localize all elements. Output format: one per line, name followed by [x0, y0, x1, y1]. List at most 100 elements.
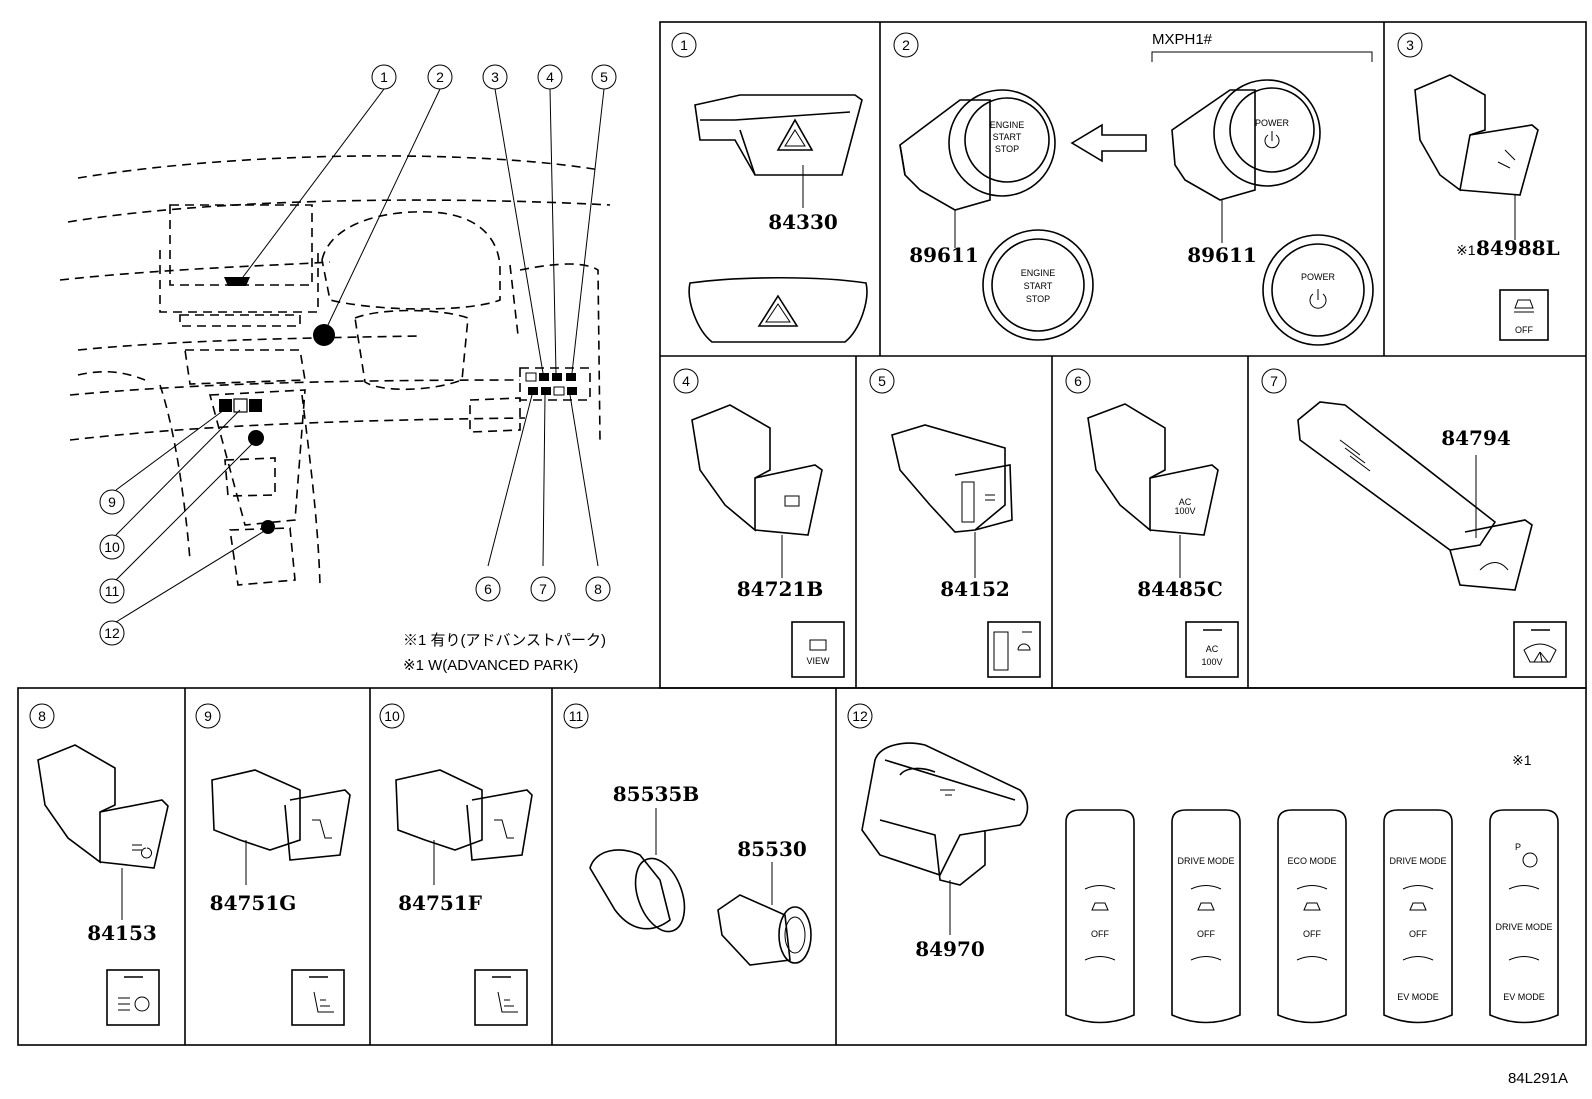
callout-12: 12	[99, 620, 125, 646]
cigarette-lighter-socket-drawing	[717, 894, 812, 966]
svg-text:OFF: OFF	[1303, 929, 1321, 939]
part-number-84970: 84970	[915, 937, 985, 961]
parking-assist-switch-drawing	[1414, 74, 1539, 196]
svg-text:AC: AC	[1179, 497, 1192, 507]
seat-heater-switch-f-drawing	[395, 769, 533, 861]
defogger-switch-drawing	[1297, 401, 1533, 591]
part-number-84152: 84152	[940, 577, 1010, 601]
arrow-left-icon	[1070, 123, 1147, 163]
panel-3-parking-switch: 3 ※1 84988L OFF	[1397, 32, 1560, 341]
headlight-leveling-icon	[987, 621, 1041, 678]
parking-sensor-off-icon: OFF	[1499, 289, 1549, 341]
callout-5: 5	[591, 64, 617, 90]
svg-text:2: 2	[436, 69, 444, 85]
switch-face-variant-2: DRIVE MODE OFF	[1171, 809, 1241, 1024]
part-number-84153: 84153	[87, 921, 157, 945]
svg-text:OFF: OFF	[1409, 929, 1427, 939]
svg-text:12: 12	[104, 625, 120, 641]
engine-start-stop-face-icon: ENGINE START STOP	[982, 229, 1094, 341]
svg-text:START: START	[993, 132, 1022, 142]
part-number-84751F: 84751F	[398, 891, 482, 915]
svg-text:9: 9	[204, 708, 212, 724]
callout-1: 1	[371, 64, 397, 90]
svg-text:OFF: OFF	[1091, 929, 1109, 939]
windshield-defogger-icon	[1513, 621, 1567, 678]
seat-heater-icon	[291, 969, 345, 1026]
panel-6-ac-outlet-switch: 6 AC 100V 84485C AC 100V	[1065, 368, 1239, 678]
svg-text:4: 4	[546, 69, 554, 85]
part-number-84751G: 84751G	[210, 891, 297, 915]
svg-text:DRIVE MODE: DRIVE MODE	[1177, 856, 1234, 866]
callout-6: 6	[475, 576, 501, 602]
view-switch-drawing	[691, 404, 823, 536]
part-number-85535B: 85535B	[613, 782, 699, 806]
drive-mode-switch-drawing	[861, 742, 1029, 886]
callout-9: 9	[99, 489, 125, 515]
switch-face-variant-1: OFF	[1065, 809, 1135, 1024]
svg-text:12: 12	[852, 708, 868, 724]
svg-text:ECO MODE: ECO MODE	[1287, 856, 1336, 866]
svg-text:EV MODE: EV MODE	[1397, 992, 1439, 1002]
svg-text:1: 1	[380, 69, 388, 85]
svg-text:6: 6	[484, 581, 492, 597]
overview-callouts: 1 2 3 4 5 9 10 11 12 6 7 8	[99, 64, 617, 646]
svg-text:P: P	[1515, 842, 1521, 852]
model-label: MXPH1#	[1152, 31, 1213, 48]
panel-7-defogger-switch: 7 84794	[1261, 368, 1567, 678]
panel-11-power-outlets: 11 85535B 85530	[563, 703, 812, 966]
callout-10: 10	[99, 534, 125, 560]
part-number-84485C: 84485C	[1137, 577, 1223, 601]
svg-text:DRIVE MODE: DRIVE MODE	[1389, 856, 1446, 866]
part-number-84794: 84794	[1441, 426, 1511, 450]
svg-text:8: 8	[38, 708, 46, 724]
svg-text:1: 1	[680, 37, 688, 53]
ac-outlet-switch-drawing: AC 100V	[1087, 403, 1219, 536]
auto-headlight-icon	[106, 969, 160, 1026]
seat-heater-switch-g-drawing	[211, 769, 351, 861]
auto-headlight-switch-drawing	[37, 744, 169, 869]
svg-text:3: 3	[491, 69, 499, 85]
svg-text:8: 8	[594, 581, 602, 597]
svg-text:100V: 100V	[1174, 506, 1195, 516]
ac-100v-icon: AC 100V	[1185, 621, 1239, 678]
callout-11: 11	[99, 578, 125, 604]
dashboard-overview	[59, 88, 611, 623]
svg-text:2: 2	[902, 37, 910, 53]
svg-text:STOP: STOP	[995, 144, 1019, 154]
panel-9-seat-heater-left: 9 84751G	[195, 703, 351, 1026]
camera-view-icon: VIEW	[791, 621, 845, 678]
svg-text:ENGINE: ENGINE	[1021, 268, 1056, 278]
svg-text:11: 11	[105, 583, 120, 599]
svg-text:11: 11	[569, 708, 584, 724]
panel-1-hazard-switch: 1 84330	[671, 32, 868, 343]
svg-text:5: 5	[878, 373, 886, 389]
panel-8-auto-headlight-switch: 8 84153	[29, 703, 169, 1026]
callout-2: 2	[427, 64, 453, 90]
svg-text:9: 9	[108, 494, 116, 510]
svg-text:POWER: POWER	[1255, 118, 1290, 128]
note-en: ※1 W(ADVANCED PARK)	[403, 657, 578, 674]
callout-7: 7	[530, 576, 556, 602]
panel-grid	[17, 21, 1587, 1046]
svg-text:EV MODE: EV MODE	[1503, 992, 1545, 1002]
power-switch-drawing: POWER	[1171, 79, 1321, 201]
note-mark-12: ※1	[1512, 752, 1532, 768]
svg-text:OFF: OFF	[1515, 325, 1533, 335]
svg-text:10: 10	[384, 708, 400, 724]
svg-text:DRIVE MODE: DRIVE MODE	[1495, 922, 1552, 932]
power-face-icon: POWER	[1262, 234, 1374, 346]
switch-face-variant-3: ECO MODE OFF	[1277, 809, 1347, 1024]
hazard-face-icon	[688, 276, 868, 343]
svg-text:AC: AC	[1206, 644, 1219, 654]
note-jp: ※1 有り(アドバンストパーク)	[403, 632, 606, 649]
callout-3: 3	[482, 64, 508, 90]
svg-text:OFF: OFF	[1197, 929, 1215, 939]
svg-text:4: 4	[682, 373, 690, 389]
svg-text:ENGINE: ENGINE	[990, 120, 1025, 130]
svg-text:10: 10	[104, 539, 120, 555]
diagram-id: 84L291A	[1508, 1070, 1568, 1087]
svg-text:POWER: POWER	[1301, 272, 1336, 282]
hazard-switch-drawing	[694, 94, 863, 176]
part-number-89611-b: 89611	[1187, 243, 1257, 267]
